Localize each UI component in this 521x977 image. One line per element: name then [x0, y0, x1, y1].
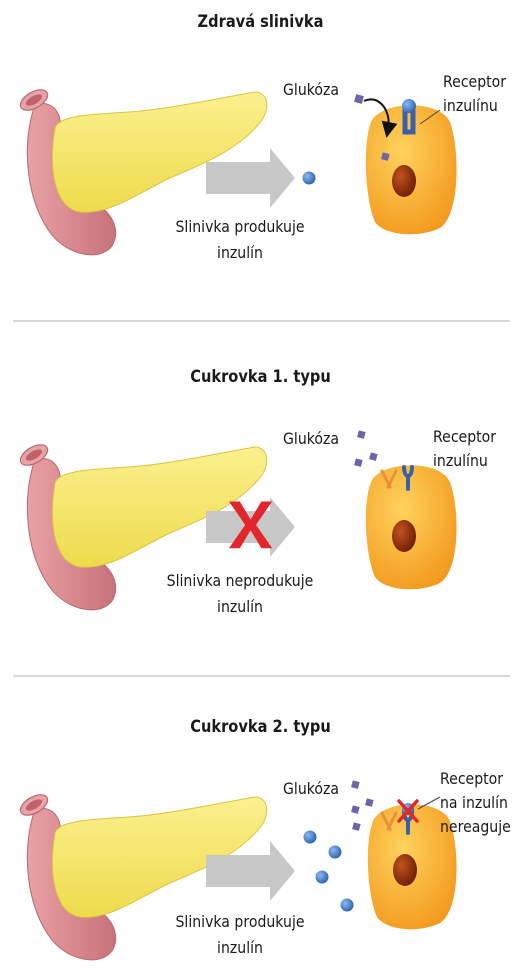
insulin-molecule [329, 846, 342, 859]
pancreas-caption-line2: inzulín [148, 595, 333, 618]
insulin-molecule [316, 871, 329, 884]
cell-nucleus [393, 854, 417, 886]
healthy-scene [0, 0, 521, 320]
receptor-label-line3: nereaguje [440, 815, 511, 838]
glucose-molecule [357, 430, 366, 439]
glucose-molecule [354, 94, 364, 104]
section-divider [13, 675, 510, 677]
glucose-label: Glukóza [283, 78, 339, 101]
glucose-label: Glukóza [283, 777, 339, 800]
pancreas-caption-line1: Slinivka neprodukuje [148, 569, 333, 592]
insulin-molecule [304, 831, 317, 844]
glucose-molecule [369, 452, 378, 461]
receptor-label-line1: Receptor [443, 70, 506, 93]
receptor-label-line2: inzulínu [433, 449, 488, 472]
secretion-arrow [206, 148, 295, 208]
glucose-molecule [354, 458, 363, 467]
glucose-label: Glukóza [283, 427, 339, 450]
glucose-molecule [351, 780, 360, 789]
panel-healthy: Zdravá slinivka Glukóza Receptor inzulín… [0, 0, 521, 320]
cell-nucleus [392, 520, 416, 552]
pancreas-caption-line2: inzulín [148, 936, 333, 959]
glucose-molecule [365, 798, 374, 807]
receptor-label-line2: inzulínu [443, 94, 498, 117]
pancreas-caption-line2: inzulín [148, 241, 333, 264]
receptor-label-line1: Receptor [440, 767, 503, 790]
type1-scene [0, 355, 521, 675]
receptor-label-line1: Receptor [433, 425, 496, 448]
pancreas-caption-line1: Slinivka produkuje [148, 215, 333, 238]
panel-type2: Cukrovka 2. typu Glukóza Rec [0, 705, 521, 977]
section-divider [13, 320, 510, 322]
receptor-label-line2: na inzulín [440, 791, 508, 814]
glucose-molecule [351, 805, 360, 814]
insulin-molecule [303, 172, 316, 185]
glucose-molecule [352, 822, 361, 831]
insulin-molecule [341, 899, 354, 912]
panel-type1: Cukrovka 1. typu Glukóza Receptor inzulí… [0, 355, 521, 675]
body-cell [366, 465, 457, 589]
cell-nucleus [392, 165, 416, 197]
pancreas-caption-line1: Slinivka produkuje [148, 910, 333, 933]
